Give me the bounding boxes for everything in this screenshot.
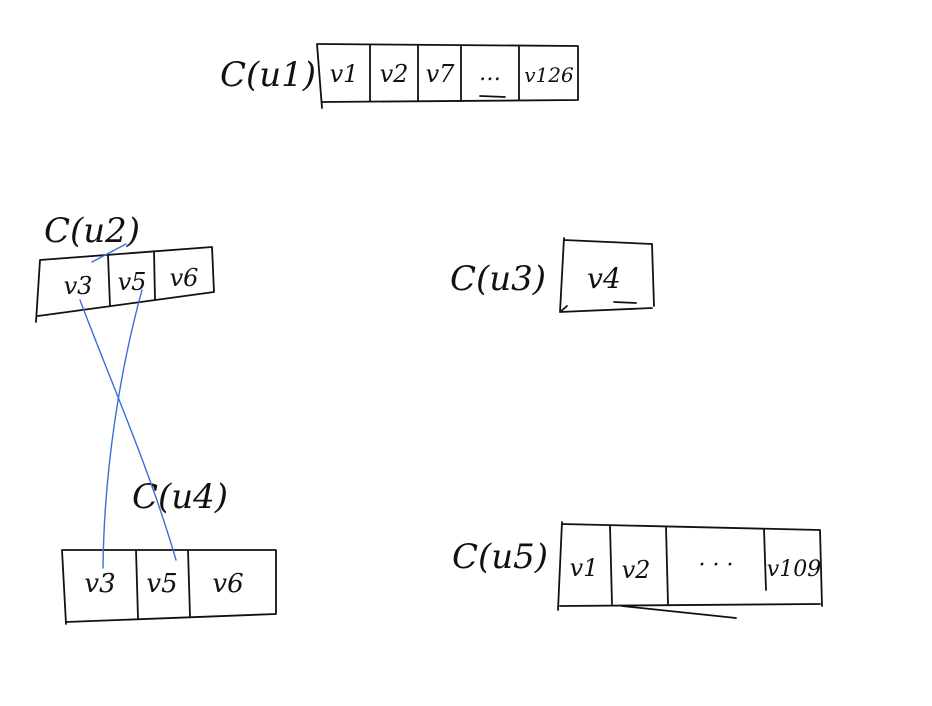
list-u4-dividers: [135, 549, 191, 619]
list-u2-label: C(u2): [44, 211, 140, 251]
list-u5-cell-1: v2: [622, 556, 651, 584]
list-u1-cell-0: v1: [330, 60, 359, 88]
list-u4-cell-0: v3: [84, 569, 115, 599]
list-u1-cell-1: v2: [380, 60, 409, 88]
list-u2-outline: [35, 246, 215, 323]
list-u5-label: C(u5): [452, 537, 548, 577]
list-u4-label: C(u4): [132, 477, 228, 517]
list-u1-underline: [479, 95, 506, 98]
list-u5-underline: [621, 605, 737, 619]
list-u5: C(u5) v1 v2 · · · v109: [452, 521, 823, 619]
list-u1-cell-3: …: [479, 61, 501, 86]
list-u3-underline: [613, 301, 637, 304]
list-u5-cell-2: · · ·: [699, 553, 734, 578]
list-u3-cell-0: v4: [587, 262, 621, 295]
list-u1-cell-2: v7: [426, 60, 456, 88]
list-u2-dividers: [107, 250, 156, 307]
list-u3: C(u3) v4: [450, 237, 655, 313]
list-u4-box: v3 v5 v6: [61, 549, 277, 625]
list-u4-cell-1: v5: [146, 569, 177, 599]
list-u2-strike: [91, 243, 127, 263]
list-u3-outline: [559, 237, 655, 313]
list-u5-cell-0: v1: [570, 554, 599, 582]
cross-links: [79, 289, 177, 569]
list-u1-cell-4: v126: [524, 63, 574, 87]
list-u1: C(u1) v1 v2 v7 … v126: [220, 43, 579, 109]
list-u2-box: v3 v5 v6: [35, 243, 215, 323]
list-u3-label: C(u3): [450, 259, 546, 299]
list-u2-cell-2: v6: [170, 264, 199, 292]
list-u5-dividers: [609, 525, 767, 605]
list-u1-box: v1 v2 v7 … v126: [316, 43, 579, 109]
list-u4: C(u4) v3 v5 v6: [61, 477, 277, 625]
link-v5-to-v3: [102, 289, 143, 569]
list-u1-dividers: [369, 44, 520, 102]
link-v3-to-v5: [79, 299, 177, 561]
list-u5-box: v1 v2 · · · v109: [557, 521, 823, 619]
list-u2: C(u2) v3 v5 v6: [35, 211, 215, 323]
list-u4-outline: [61, 549, 277, 625]
list-u4-cell-2: v6: [212, 569, 243, 599]
list-u1-label: C(u1): [220, 55, 316, 95]
list-u5-cell-3: v109: [767, 557, 821, 582]
list-u5-outline: [557, 521, 823, 611]
list-u2-cell-0: v3: [64, 272, 93, 300]
list-u1-outline: [316, 43, 579, 109]
list-u3-box: v4: [559, 237, 655, 313]
